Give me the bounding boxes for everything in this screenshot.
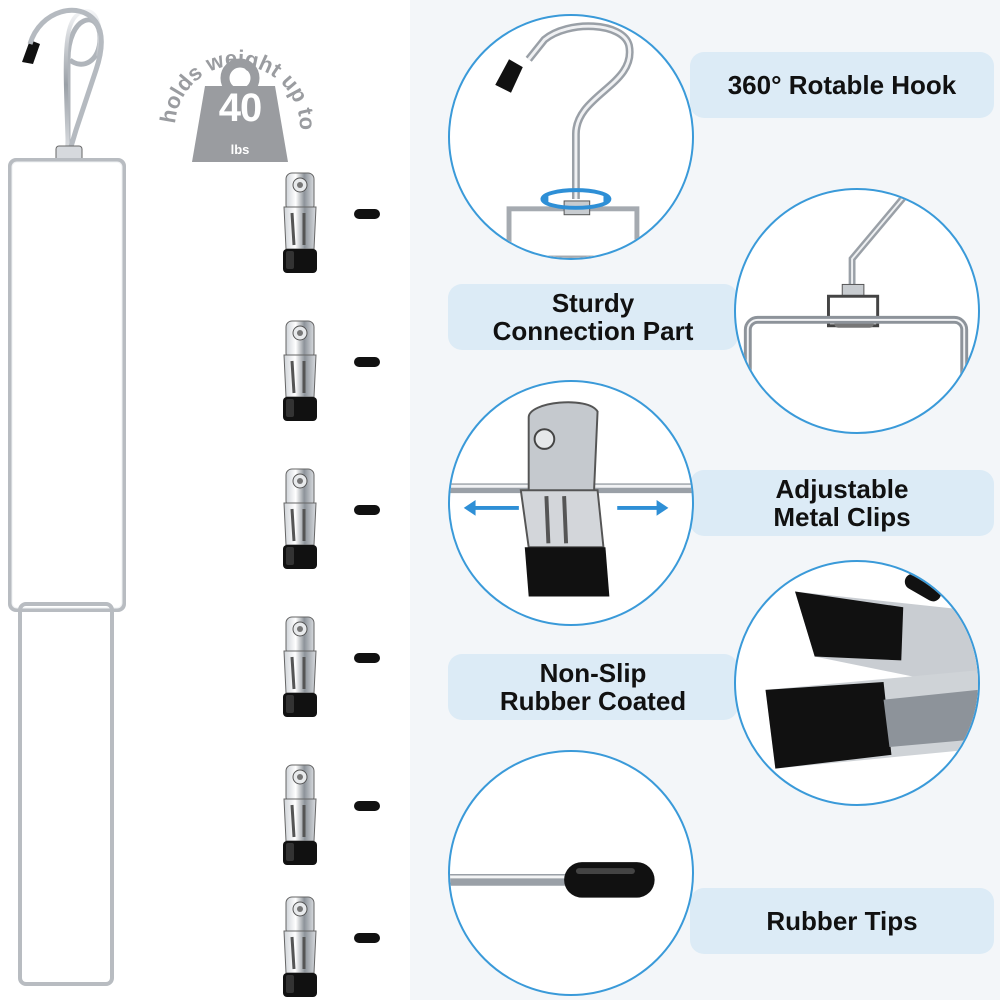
feature-label: Connection Part: [492, 316, 694, 346]
connection-part-photo: [743, 195, 969, 432]
feature-banner-rubber-tips: Rubber Tips: [690, 888, 994, 954]
feature-label: Metal Clips: [773, 502, 911, 532]
feature-banner-rotable-hook: 360° Rotable Hook: [690, 52, 994, 118]
feature-image-rubber: [734, 560, 980, 806]
feature-banner-rubber-coated: Non-Slip Rubber Coated: [448, 654, 738, 720]
hanger-illustration: [0, 7, 380, 999]
feature-label: Sturdy: [551, 288, 635, 318]
feature-label: Adjustable: [775, 474, 909, 504]
feature-label: Rubber Coated: [499, 686, 687, 716]
rotable-hook-photo: [495, 22, 640, 258]
badge-weight-value: 40: [218, 86, 263, 130]
feature-banner-connection-part: Sturdy Connection Part: [448, 284, 738, 350]
rubber-coated-photo: [765, 573, 978, 769]
feature-banner-metal-clips: Adjustable Metal Clips: [690, 470, 994, 536]
feature-label: Non-Slip: [539, 658, 647, 688]
weight-icon: [192, 86, 288, 162]
rubber-tips-photo: [450, 862, 655, 898]
badge-weight-unit: lbs: [230, 142, 250, 157]
feature-image-hook: [448, 14, 694, 260]
feature-image-clips: [448, 380, 694, 626]
feature-label: 360° Rotable Hook: [727, 70, 957, 100]
weight-badge: holds weight up to: [155, 45, 320, 162]
feature-image-connection: [734, 188, 980, 434]
adjustable-clip-photo: [450, 401, 692, 597]
feature-label: Rubber Tips: [766, 906, 918, 936]
feature-image-tips: [448, 750, 694, 996]
